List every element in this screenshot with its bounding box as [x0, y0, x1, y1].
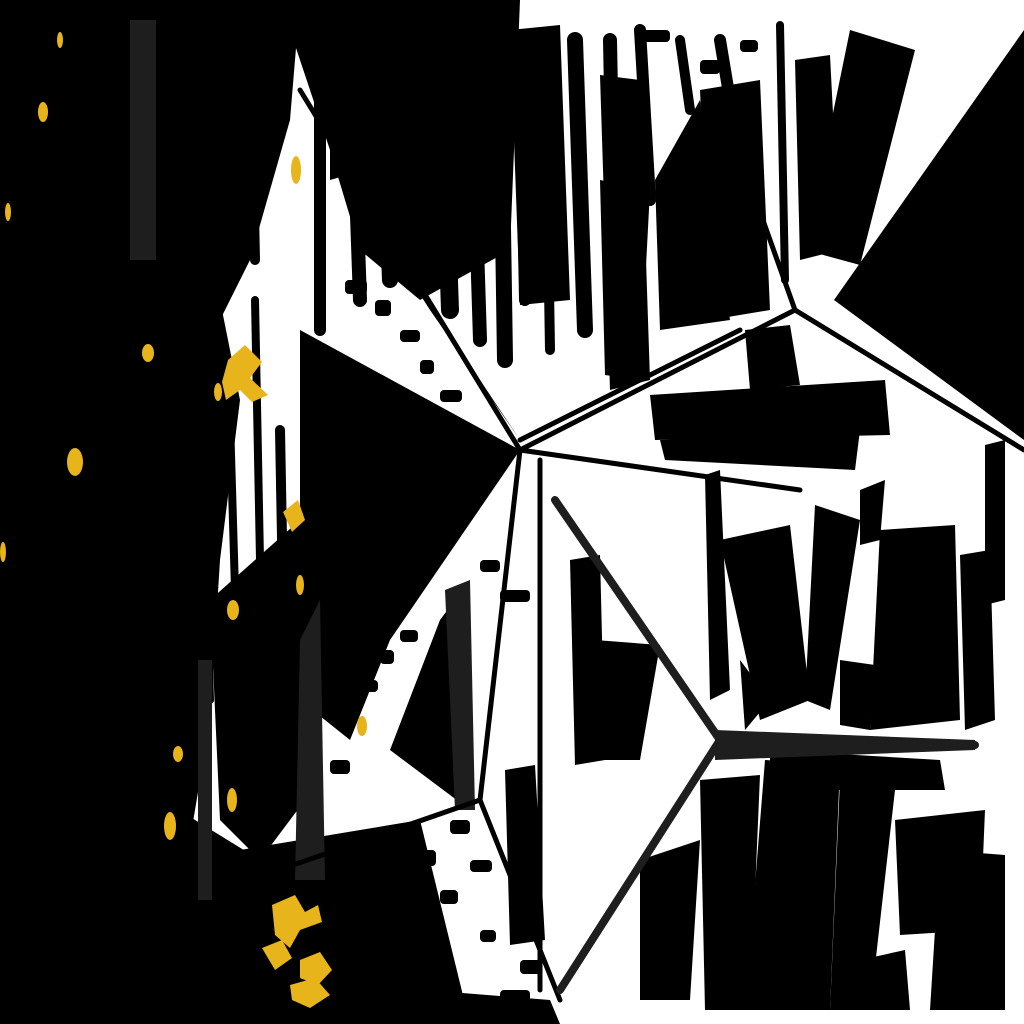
rubble-specks: [330, 30, 758, 1004]
grey-streaks: [130, 20, 475, 900]
dense-black-field: [0, 0, 560, 1024]
upper-right-blocks: [510, 25, 915, 470]
middle-right-blocks: [570, 440, 1005, 765]
wireframe-lines: [247, 87, 1024, 1003]
yellow-accents: [0, 32, 367, 1008]
lower-right-blocks: [505, 750, 1005, 1010]
hub-wedge: [715, 730, 975, 760]
